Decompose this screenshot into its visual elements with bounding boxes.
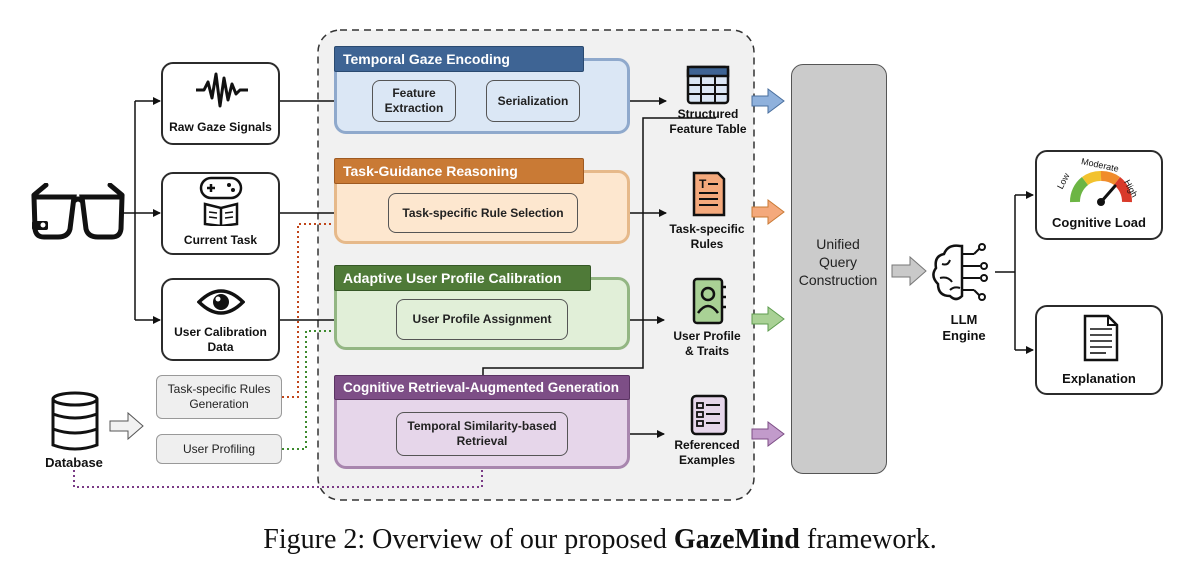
user-profile-title: Adaptive User Profile Calibration — [334, 265, 591, 291]
profile-assignment-step: User Profile Assignment — [396, 299, 568, 340]
profile-card-icon — [692, 277, 726, 325]
cognitive-rag-title: Cognitive Retrieval-Augmented Generation — [334, 375, 630, 400]
rules-generation-line1: Task-specific Rules — [167, 382, 271, 396]
user-calibration-box: User Calibration Data — [161, 278, 280, 361]
referenced-examples-line1: Referenced — [674, 438, 740, 452]
unified-line2: Query — [818, 254, 858, 270]
referenced-examples-line2: Examples — [678, 453, 736, 467]
cognitive-load-box: Low Moderate High Cognitive Load — [1035, 150, 1163, 240]
temporal-gaze-title: Temporal Gaze Encoding — [334, 46, 584, 72]
waveform-icon — [196, 72, 248, 108]
gamepad-book-icon — [199, 176, 243, 226]
feature-extraction-step: Feature Extraction — [372, 80, 456, 122]
user-calibration-label-line1: User Calibration — [174, 325, 267, 339]
task-guidance-title: Task-Guidance Reasoning — [334, 158, 584, 184]
user-profiling-box: User Profiling — [156, 434, 282, 464]
caption-framework-name: GazeMind — [673, 524, 800, 555]
unified-line1: Unified — [816, 236, 860, 252]
gauge-icon — [1070, 171, 1132, 206]
database-label: Database — [45, 455, 103, 470]
similarity-retrieval-step: Temporal Similarity-based Retrieval — [396, 412, 568, 456]
task-rules-line2: Rules — [690, 237, 724, 251]
current-task-label: Current Task — [183, 233, 258, 247]
unified-query-box: Unified Query Construction — [791, 64, 887, 474]
structured-table-line1: Structured — [677, 107, 739, 121]
database-icon — [51, 391, 99, 451]
similarity-retrieval-line2: Retrieval — [456, 434, 508, 448]
table-icon — [686, 65, 730, 105]
explanation-label: Explanation — [1062, 371, 1136, 386]
llm-line2: Engine — [942, 328, 986, 343]
rules-generation-line2: Generation — [189, 397, 249, 411]
feature-extraction-line1: Feature — [392, 86, 436, 100]
rule-selection-step: Task-specific Rule Selection — [388, 193, 578, 233]
feature-extraction-line2: Extraction — [384, 101, 444, 115]
caption-suffix: framework. — [799, 524, 937, 555]
example-list-icon — [690, 394, 728, 436]
raw-gaze-label: Raw Gaze Signals — [169, 120, 272, 134]
cognitive-load-label: Cognitive Load — [1052, 215, 1146, 230]
raw-gaze-signals-box: Raw Gaze Signals — [161, 62, 280, 145]
user-traits-line2: & Traits — [684, 344, 729, 358]
caption-prefix: Figure 2: Overview of our proposed — [263, 524, 674, 555]
user-profiling-label: User Profiling — [182, 441, 256, 456]
similarity-retrieval-line1: Temporal Similarity-based — [407, 419, 557, 433]
rules-generation-box: Task-specific Rules Generation — [156, 375, 282, 419]
structured-table-line2: Feature Table — [669, 122, 747, 136]
llm-brain-icon — [932, 243, 988, 301]
svg-text:T: T — [699, 177, 707, 191]
unified-line3: Construction — [798, 272, 878, 288]
serialization-step: Serialization — [486, 80, 580, 122]
llm-line1: LLM — [950, 312, 978, 327]
smart-glasses-icon — [31, 183, 125, 240]
document-icon — [1083, 314, 1119, 362]
user-traits-line1: User Profile — [673, 329, 741, 343]
rules-document-icon: T — [692, 171, 726, 217]
user-calibration-label-line2: Data — [207, 340, 234, 354]
explanation-box: Explanation — [1035, 305, 1163, 395]
current-task-box: Current Task — [161, 172, 280, 255]
figure-caption: Figure 2: Overview of our proposed GazeM… — [0, 524, 1200, 556]
task-rules-line1: Task-specific — [669, 222, 745, 236]
eye-icon — [197, 289, 245, 315]
